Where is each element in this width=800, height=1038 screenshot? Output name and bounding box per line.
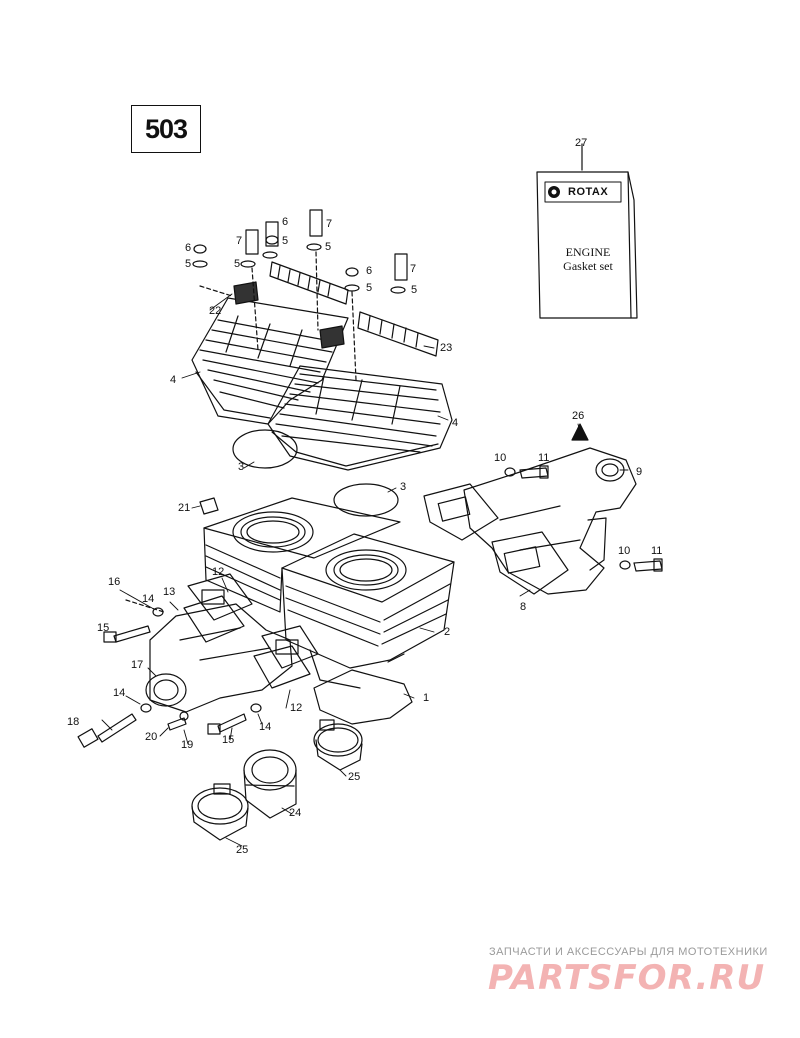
callout-stud-c: 7 <box>410 263 417 275</box>
callout-bolt-15-b: 15 <box>222 734 235 746</box>
callout-part-13: 13 <box>163 586 176 598</box>
exhaust-manifold <box>463 447 637 595</box>
deflector-strip-22 <box>269 261 349 305</box>
callout-screw-11-top: 11 <box>538 452 550 464</box>
base-gasket <box>313 669 413 725</box>
callout-clamp-upper: 25 <box>348 771 361 783</box>
cylinder-head-right <box>267 365 453 471</box>
callout-base-gasket: 1 <box>423 692 430 704</box>
callout-stud-a: 7 <box>236 235 243 247</box>
intake-bolts <box>77 599 262 748</box>
callout-head-left: 4 <box>170 374 177 386</box>
deflector-strip-23 <box>357 311 439 357</box>
model-number-box: 503 <box>131 105 201 153</box>
intake-gaskets <box>183 573 319 689</box>
manifold-screws <box>504 465 663 572</box>
cylinder-block <box>203 497 455 689</box>
callout-washer-b: 5 <box>234 258 241 270</box>
callout-nut-a: 6 <box>185 242 192 254</box>
callout-bolt-15-a: 15 <box>97 622 110 634</box>
rubber-mounts <box>199 281 345 515</box>
callout-washer-d: 5 <box>325 241 332 253</box>
model-number: 503 <box>144 113 188 144</box>
callout-washer-a: 5 <box>185 258 192 270</box>
watermark-tagline: ЗАПЧАСТИ И АКСЕССУАРЫ ДЛЯ МОТОТЕХНИКИ <box>489 946 768 958</box>
callout-stud-b: 7 <box>326 218 333 230</box>
callout-intake-manifold: 17 <box>131 659 144 671</box>
callout-part-20: 20 <box>145 731 158 743</box>
callout-washer-10-bottom: 10 <box>618 545 631 557</box>
fastener-set-top <box>192 209 408 381</box>
callout-deflector-22: 22 <box>209 305 222 317</box>
kit-title-line1: ENGINE <box>565 245 611 259</box>
callout-head-gasket-left: 3 <box>238 461 245 473</box>
callout-nut-b: 6 <box>282 216 289 228</box>
callout-head-gasket-right: 3 <box>400 481 407 493</box>
callout-washer-10-top: 10 <box>494 452 507 464</box>
callout-screw-11-bottom: 11 <box>651 545 663 557</box>
callout-head-right: 4 <box>452 417 459 429</box>
callout-nut-c: 6 <box>366 265 373 277</box>
callout-intake-gasket-bottom: 12 <box>290 702 303 714</box>
callout-washer-14-a: 14 <box>142 593 155 605</box>
callout-deflector-23: 23 <box>440 342 453 354</box>
carb-clamp-upper <box>313 719 363 771</box>
leader-lines <box>101 293 629 847</box>
kit-brand-logo: ROTAX <box>568 186 609 198</box>
callout-washer-e: 5 <box>366 282 373 294</box>
callout-intake-gasket-top: 12 <box>212 566 225 578</box>
callout-washer-14-b: 14 <box>113 687 126 699</box>
callout-clamp-lower: 25 <box>236 844 249 856</box>
watermark-logo: PARTSFOR.RU <box>488 958 766 998</box>
intake-manifold <box>145 603 293 713</box>
callout-gasket-kit: 27 <box>575 137 588 149</box>
callout-part-21: 21 <box>178 502 191 514</box>
carb-clamp-lower <box>191 783 249 841</box>
callout-exhaust-gasket: 8 <box>520 601 527 613</box>
callout-washer-f: 5 <box>411 284 418 296</box>
callout-bolt-18: 18 <box>67 716 80 728</box>
callout-carb-adaptor: 24 <box>289 807 302 819</box>
carb-adaptor <box>243 749 297 819</box>
head-gaskets <box>232 429 399 517</box>
callout-washer-14-c: 14 <box>259 721 272 733</box>
callout-cylinder: 2 <box>444 626 451 638</box>
callout-part-19: 19 <box>181 739 194 751</box>
exhaust-gaskets <box>423 483 569 595</box>
kit-title-line2: Gasket set <box>563 259 613 273</box>
callout-washer-c: 5 <box>282 235 289 247</box>
callout-exhaust-manifold: 9 <box>636 466 643 478</box>
gasket-kit-package <box>536 143 638 319</box>
callout-spring-26: 26 <box>572 410 585 422</box>
callout-part-16: 16 <box>108 576 121 588</box>
